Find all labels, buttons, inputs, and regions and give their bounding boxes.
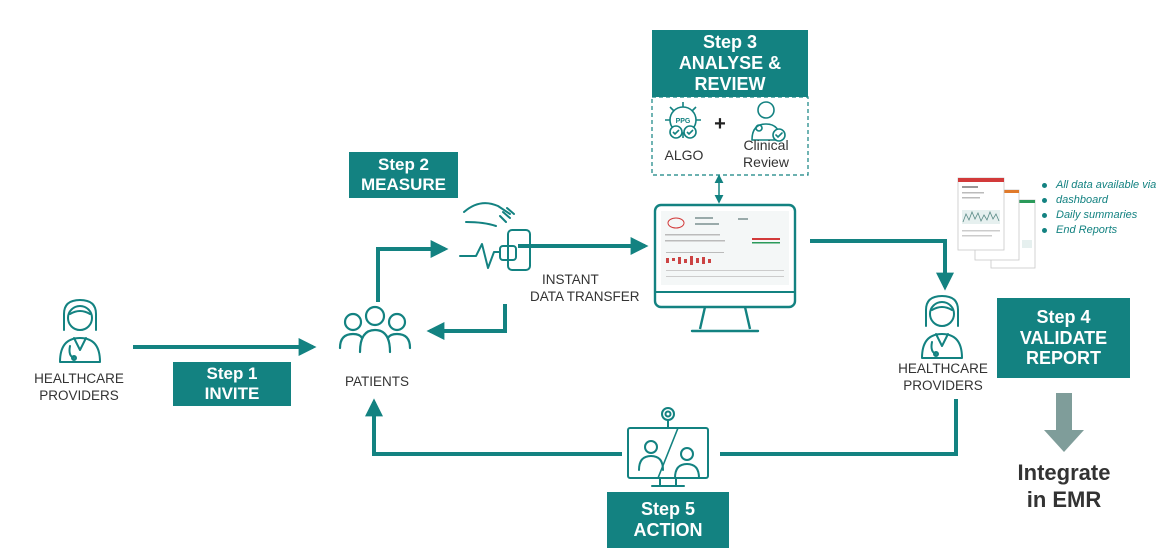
- clinician-check-icon: [751, 101, 786, 142]
- arrow-patients-to-device: [376, 240, 449, 302]
- step3-label: Step 3: [702, 32, 758, 53]
- ppg-badge: PPG: [676, 118, 691, 125]
- step2-box: Step 2 MEASURE: [349, 152, 458, 198]
- step3-title-line1: ANALYSE &: [678, 53, 782, 74]
- algo-label: ALGO: [664, 147, 704, 163]
- integrate-emr-label: Integrate in EMR: [996, 459, 1132, 513]
- report-note-item: Daily summaries: [1040, 208, 1156, 223]
- providers-left-line1: HEALTHCARE: [34, 371, 124, 386]
- providers-left-line2: PROVIDERS: [39, 387, 119, 403]
- step3-box: Step 3 ANALYSE & REVIEW: [652, 30, 808, 97]
- providers-right-line2: PROVIDERS: [903, 377, 983, 393]
- doctor-icon: [59, 299, 101, 363]
- finger-sensor-phone-icon: [459, 202, 531, 271]
- step3-title-line2: REVIEW: [694, 73, 766, 94]
- report-notes: All data available via dashboard Daily s…: [1040, 178, 1156, 238]
- report-note-item: All data available via: [1040, 178, 1156, 193]
- data-transfer-line1: INSTANT: [542, 272, 599, 287]
- arrow-monitor-to-providers: [810, 239, 954, 291]
- step2-label: Step 2: [377, 155, 430, 175]
- data-transfer-label: INSTANT DATA TRANSFER: [528, 272, 654, 306]
- doctor-icon-right: [921, 295, 963, 359]
- integrate-line2: in EMR: [1026, 487, 1102, 512]
- providers-right-line1: HEALTHCARE: [898, 361, 988, 376]
- step4-title-line1: VALIDATE: [1019, 327, 1108, 348]
- gear-ppg-icon: [665, 102, 701, 139]
- clinical-line2: Review: [743, 154, 789, 170]
- step5-title: ACTION: [633, 520, 703, 540]
- step5-label: Step 5: [640, 499, 696, 520]
- step4-title-line2: REPORT: [1025, 348, 1101, 369]
- step1-label: Step 1: [206, 364, 258, 384]
- step4-box: Step 4 VALIDATE REPORT: [997, 298, 1130, 378]
- clinical-review-label: Clinical Review: [733, 137, 799, 171]
- patients-text: PATIENTS: [344, 374, 409, 389]
- arrow-action-to-patients: [365, 398, 622, 456]
- patients-group-icon: [338, 305, 412, 354]
- step5-box: Step 5 ACTION: [607, 492, 729, 548]
- patients-label: PATIENTS: [322, 374, 432, 391]
- monitor-dashboard-icon: [653, 203, 797, 333]
- emr-arrow: [1044, 393, 1084, 452]
- arrow-device-to-patients: [426, 304, 507, 340]
- providers-right-label: HEALTHCARE PROVIDERS: [884, 361, 1002, 395]
- plus-sign: +: [714, 113, 726, 135]
- step1-title: INVITE: [204, 384, 260, 403]
- data-transfer-line2: DATA TRANSFER: [530, 288, 640, 304]
- report-sheets-icon: [957, 177, 1036, 269]
- step1-box: Step 1 INVITE: [173, 362, 291, 406]
- report-note-item: End Reports: [1040, 223, 1156, 238]
- integrate-line1: Integrate: [1017, 460, 1111, 485]
- step2-title: MEASURE: [360, 175, 446, 194]
- arrow-action-loop: [720, 399, 958, 456]
- clinical-line1: Clinical: [743, 137, 789, 153]
- providers-left-label: HEALTHCARE PROVIDERS: [20, 371, 138, 405]
- step4-label: Step 4: [1036, 306, 1091, 327]
- report-note-item: dashboard: [1040, 193, 1156, 208]
- telehealth-video-icon: [627, 407, 709, 487]
- flow-arrows: [133, 237, 958, 456]
